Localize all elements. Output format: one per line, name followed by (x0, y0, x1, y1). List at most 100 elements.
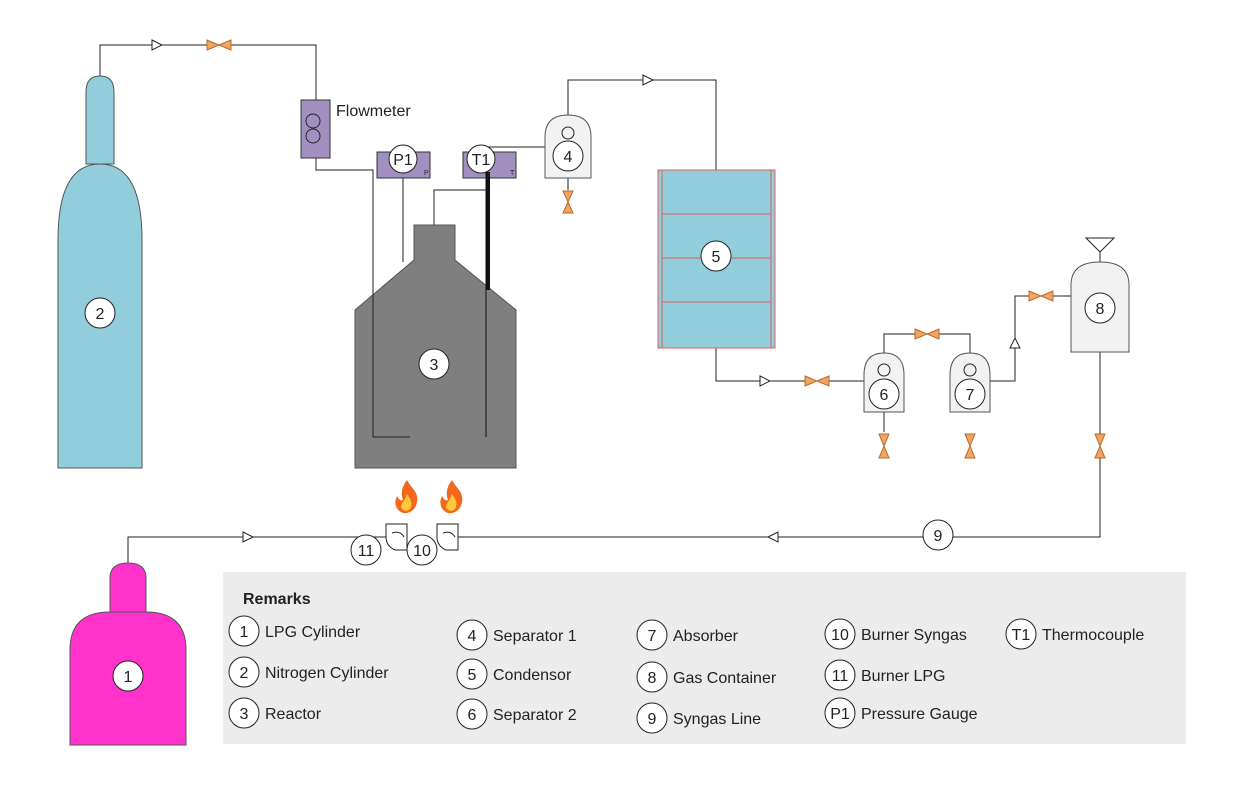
marker-separator1: 4 (564, 149, 573, 166)
legend-item: 6 Separator 2 (456, 698, 577, 730)
legend-key: P1 (830, 706, 850, 723)
separator-2: 6 (863, 352, 905, 413)
legend-text: LPG Cylinder (265, 624, 361, 641)
legend-marker-circle (456, 619, 488, 651)
legend-text: Syngas Line (673, 711, 761, 728)
flow-arrow (766, 531, 779, 543)
condensor: 5 (657, 169, 776, 349)
gas-container: 8 (1070, 237, 1130, 353)
legend-text: Nitrogen Cylinder (265, 665, 389, 682)
legend-key: T1 (1012, 627, 1031, 644)
pressure-gauge[interactable]: P1 P (376, 144, 431, 179)
legend-key: 10 (831, 627, 849, 644)
legend-item: 5 Condensor (456, 658, 572, 690)
legend-text: Thermocouple (1042, 627, 1144, 644)
legend-text: Pressure Gauge (861, 706, 978, 723)
legend-marker-circle (1005, 618, 1037, 650)
legend-text: Gas Container (673, 670, 777, 687)
legend-item: 4 Separator 1 (456, 619, 577, 651)
remarks-title: Remarks (243, 591, 311, 608)
legend-key: 3 (240, 706, 249, 723)
legend-text: Burner Syngas (861, 627, 967, 644)
valve-icon (1094, 433, 1106, 459)
marker-burner-syngas: 10 (413, 543, 431, 560)
marker-separator2: 6 (880, 387, 889, 404)
legend-text: Burner LPG (861, 668, 945, 685)
flow-arrow (642, 74, 655, 86)
pipe-network (99, 44, 1101, 563)
legend-item: 3 Reactor (228, 697, 322, 729)
legend-item: 10 Burner Syngas (824, 618, 967, 650)
legend-marker-circle (456, 698, 488, 730)
legend-marker-circle (824, 659, 856, 691)
valve-icon (1028, 290, 1054, 302)
valves (206, 39, 1106, 459)
legend-text: Separator 2 (493, 707, 577, 724)
absorber: 7 (949, 352, 991, 413)
marker-lpg: 1 (124, 669, 133, 686)
marker-reactor: 3 (430, 357, 439, 374)
marker-nitrogen: 2 (96, 306, 105, 323)
marker-gas-container: 8 (1096, 301, 1105, 318)
gauge-p-small: P (424, 170, 429, 177)
legend-marker-circle (824, 618, 856, 650)
legend-marker-circle (228, 656, 260, 688)
flame-icon (395, 480, 418, 514)
valve-icon (206, 39, 232, 51)
legend-item: 8 Gas Container (636, 661, 777, 693)
legend-key: 7 (648, 628, 657, 645)
valve-icon (964, 433, 976, 459)
legend-key: 1 (240, 624, 249, 641)
flow-arrows (151, 39, 1021, 543)
reactor: 3 (354, 172, 517, 469)
marker-syngas-line: 9 (934, 528, 943, 545)
legend-item: 1 LPG Cylinder (228, 615, 361, 647)
flow-arrow (242, 531, 255, 543)
legend-key: 9 (648, 711, 657, 728)
legend-marker-circle (636, 619, 668, 651)
gauge-t-label: T1 (472, 152, 491, 169)
marker-condensor: 5 (712, 249, 721, 266)
nitrogen-cylinder: 2 (57, 75, 143, 469)
legend-marker-circle (228, 697, 260, 729)
legend-marker-circle (636, 702, 668, 734)
flow-arrow (1009, 336, 1021, 349)
legend-item: P1 Pressure Gauge (824, 697, 978, 729)
valve-icon (914, 328, 940, 340)
legend-marker-circle (636, 661, 668, 693)
burners: 11 10 (350, 480, 463, 566)
burner-lpg (385, 523, 408, 551)
legend-key: 5 (468, 667, 477, 684)
legend-marker-circle (456, 658, 488, 690)
legend-marker-circle (228, 615, 260, 647)
valve-icon (562, 190, 574, 214)
marker-absorber: 7 (966, 387, 975, 404)
legend-text: Reactor (265, 706, 322, 723)
flowmeter[interactable]: Flowmeter (300, 99, 411, 159)
syngas-line-marker: 9 (922, 519, 954, 551)
valve-icon (878, 433, 890, 459)
separator-1: 4 (544, 114, 592, 179)
flame-icon (440, 480, 463, 514)
legend-text: Condensor (493, 667, 572, 684)
burner-syngas (436, 523, 459, 551)
lpg-cylinder: 1 (69, 562, 187, 746)
legend-key: 6 (468, 707, 477, 724)
flow-arrow (759, 375, 772, 387)
legend-key: 4 (468, 628, 477, 645)
legend-marker-circle (824, 697, 856, 729)
legend-item: T1 Thermocouple (1005, 618, 1144, 650)
legend-text: Separator 1 (493, 628, 577, 645)
legend-item: 9 Syngas Line (636, 702, 761, 734)
flow-arrow (151, 39, 164, 51)
legend-text: Absorber (673, 628, 739, 645)
marker-burner-lpg: 11 (358, 543, 375, 560)
gauge-t-small: T (510, 170, 515, 177)
legend-key: 8 (648, 670, 657, 687)
flowmeter-label: Flowmeter (336, 103, 411, 120)
thermocouple[interactable]: T1 T (462, 144, 517, 179)
